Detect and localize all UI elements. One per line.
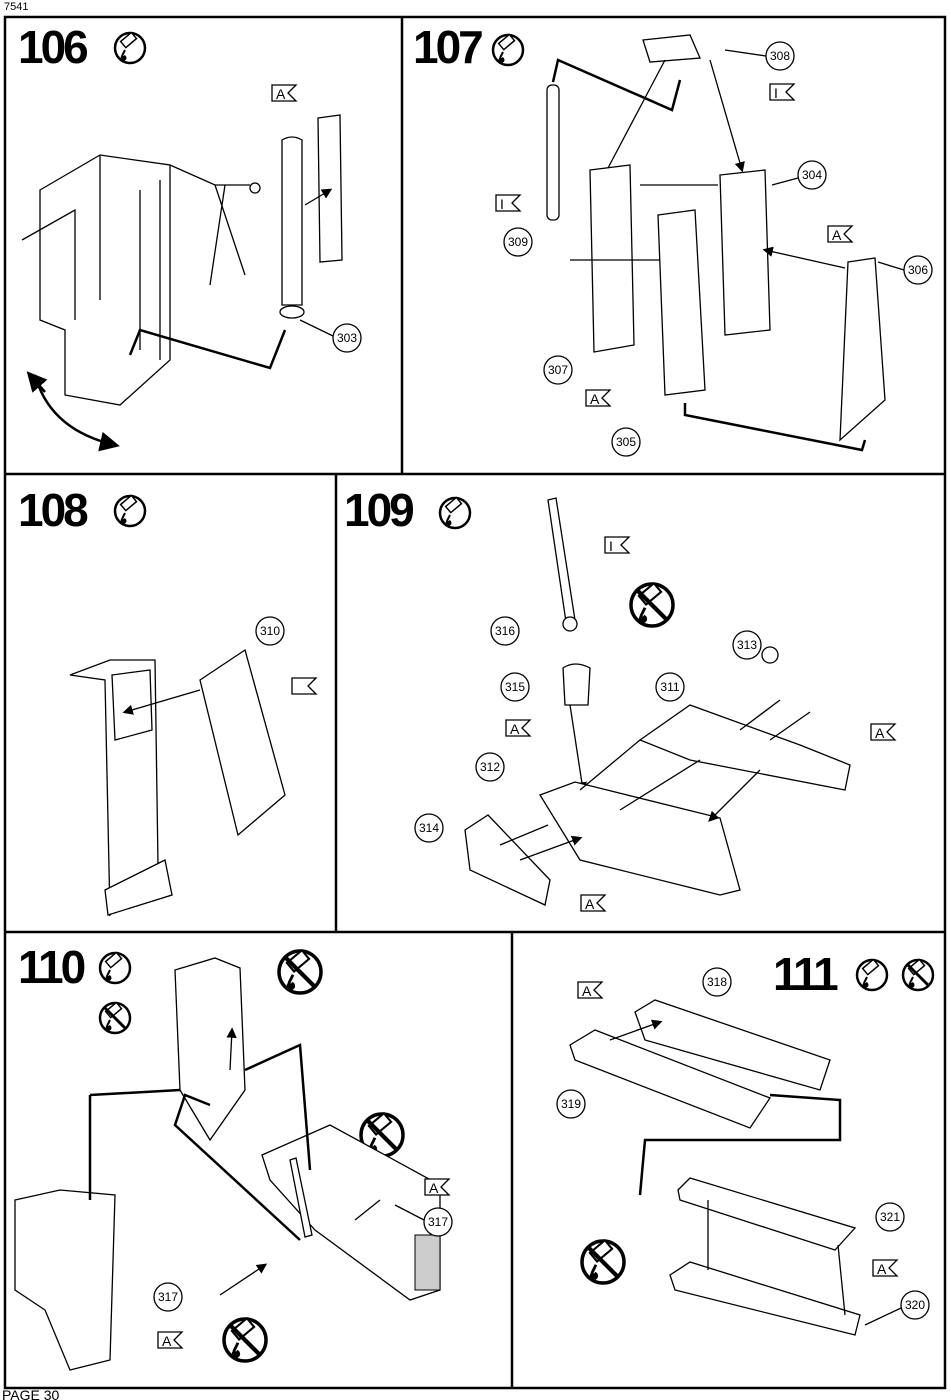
flag-i: I <box>604 536 631 554</box>
flag-a: A <box>827 225 854 243</box>
step-number: 106 <box>18 21 87 73</box>
svg-text:318: 318 <box>707 975 727 989</box>
svg-text:A: A <box>582 983 592 999</box>
callout-315: 315 <box>500 672 530 702</box>
callout-306: 306 <box>877 255 933 285</box>
flag-a: A <box>585 389 612 407</box>
callout-308: 308 <box>724 41 795 71</box>
callout-304: 304 <box>771 160 827 190</box>
callout-314: 314 <box>414 813 444 843</box>
no-glue-icon <box>279 950 321 993</box>
svg-text:310: 310 <box>260 624 280 638</box>
callout-317: 317 <box>153 1282 183 1312</box>
flag-a: A <box>424 1178 451 1196</box>
flag-blank <box>291 677 318 695</box>
svg-text:311: 311 <box>660 680 679 694</box>
svg-text:A: A <box>162 1333 172 1349</box>
callout-318: 318 <box>702 967 732 997</box>
panel-frames <box>3 15 947 1390</box>
svg-text:I: I <box>774 85 778 101</box>
svg-text:A: A <box>429 1180 439 1196</box>
callout-303: 303 <box>299 319 362 353</box>
svg-text:309: 309 <box>508 235 528 249</box>
cab-frame-drawing <box>21 114 343 452</box>
svg-text:304: 304 <box>802 168 822 182</box>
callout-317: 317 <box>394 1204 453 1237</box>
glue-icon <box>98 951 132 985</box>
svg-text:A: A <box>832 227 842 243</box>
svg-text:308: 308 <box>770 49 790 63</box>
no-glue-icon <box>224 1318 266 1361</box>
flag-a: A <box>505 719 532 737</box>
glue-icon <box>491 33 525 67</box>
svg-text:317: 317 <box>158 1290 178 1304</box>
step-number: 111 <box>773 948 838 1000</box>
callout-320: 320 <box>864 1290 930 1326</box>
step-108: 108 310 <box>18 484 318 917</box>
step-106: 106 A 303 <box>18 21 362 452</box>
svg-text:A: A <box>590 391 600 407</box>
svg-text:314: 314 <box>419 821 439 835</box>
glue-icon <box>113 31 147 65</box>
step-number: 107 <box>413 21 482 73</box>
no-glue-icon <box>631 583 673 626</box>
callout-307: 307 <box>543 355 573 385</box>
page-number: PAGE 30 <box>2 1387 60 1400</box>
svg-text:A: A <box>585 896 595 912</box>
svg-text:306: 306 <box>908 263 928 277</box>
callout-321: 321 <box>875 1202 905 1232</box>
callout-309: 309 <box>503 227 533 257</box>
svg-text:305: 305 <box>616 435 636 449</box>
svg-text:A: A <box>276 86 286 102</box>
svg-text:315: 315 <box>505 680 525 694</box>
flag-a: A <box>271 84 298 102</box>
callout-319: 319 <box>556 1089 586 1119</box>
flag-i: I <box>495 194 522 212</box>
step-109: 109 I 316 313 311 315 A A 312 314 A <box>344 484 897 912</box>
glue-icon <box>855 958 889 992</box>
svg-text:313: 313 <box>737 638 757 652</box>
svg-text:320: 320 <box>905 1298 925 1312</box>
svg-text:312: 312 <box>480 760 500 774</box>
flag-a: A <box>577 981 604 999</box>
callout-305: 305 <box>611 427 641 457</box>
svg-text:307: 307 <box>548 363 568 377</box>
glue-icon <box>438 496 472 530</box>
callout-313: 313 <box>732 630 762 660</box>
svg-text:321: 321 <box>880 1210 900 1224</box>
step-number: 109 <box>344 484 413 536</box>
callout-312: 312 <box>475 752 505 782</box>
step-111: 111 A 318 319 321 A 320 <box>556 948 933 1336</box>
glue-icon <box>113 494 147 528</box>
flag-a: A <box>580 894 607 912</box>
svg-text:303: 303 <box>337 331 357 345</box>
flag-i: I <box>769 83 796 101</box>
step-number: 108 <box>18 484 88 536</box>
callout-310: 310 <box>255 616 285 646</box>
step-number: 110 <box>18 941 85 993</box>
step-107: 107 308 I 304 A 306 I 309 307 A 305 <box>413 21 933 457</box>
sheet-code: 7541 <box>4 1 28 13</box>
no-glue-icon <box>100 1003 130 1033</box>
svg-text:319: 319 <box>561 1097 581 1111</box>
svg-text:A: A <box>877 1261 887 1277</box>
flag-a: A <box>157 1331 184 1349</box>
svg-text:I: I <box>609 538 613 554</box>
svg-text:316: 316 <box>495 624 515 638</box>
svg-text:A: A <box>875 725 885 741</box>
no-glue-icon <box>903 960 933 990</box>
svg-text:317: 317 <box>428 1215 448 1229</box>
callout-311: 311 <box>655 672 685 702</box>
step-110: 110 A 317 317 A <box>14 941 453 1371</box>
flag-a: A <box>872 1259 899 1277</box>
flag-a: A <box>870 723 897 741</box>
svg-text:I: I <box>500 196 504 212</box>
no-glue-icon <box>582 1240 624 1283</box>
svg-text:A: A <box>510 721 520 737</box>
callout-316: 316 <box>490 616 520 646</box>
